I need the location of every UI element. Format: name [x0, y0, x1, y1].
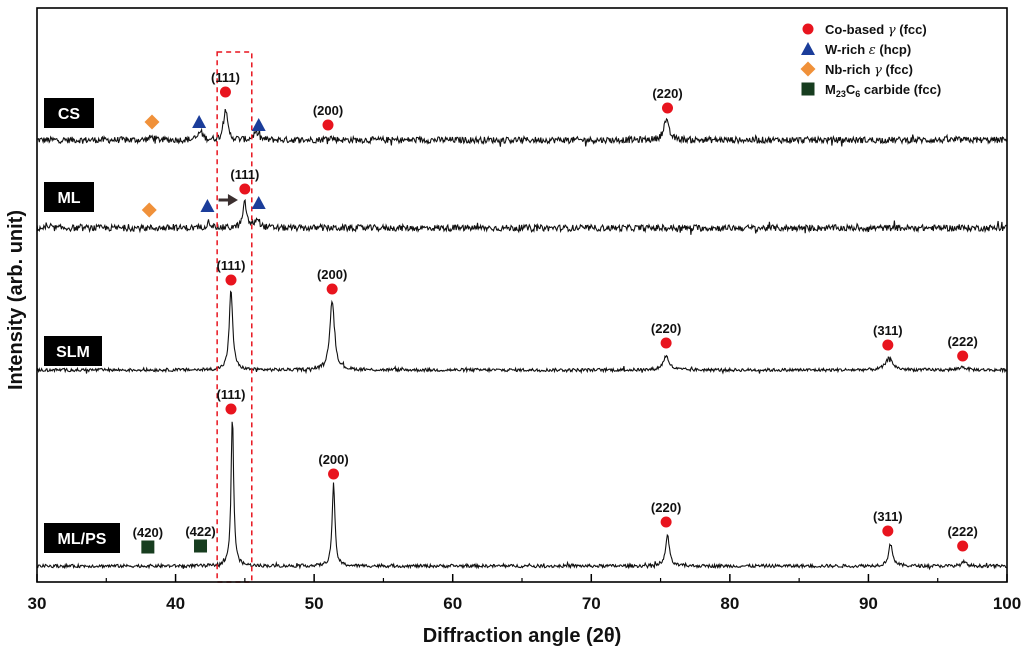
peak-marker-gamma — [326, 283, 338, 295]
peak-marker-gamma — [882, 525, 894, 537]
sample-label-box — [44, 523, 120, 553]
legend-text: Co-based γ (fcc) — [825, 22, 927, 38]
peak-marker-gamma — [328, 468, 340, 480]
peak-label: (200) — [317, 267, 347, 282]
peak-marker-epsilon — [251, 196, 266, 209]
x-axis-label: Diffraction angle (2θ) — [423, 625, 622, 647]
sample-label-box — [44, 98, 94, 128]
peak-marker-epsilon — [192, 115, 207, 128]
sample-label-text: CS — [58, 106, 81, 123]
x-tick-label: 60 — [443, 594, 462, 613]
peak-marker-carbide — [194, 539, 208, 553]
peak-label: (422) — [185, 524, 215, 539]
highlight-group — [216, 51, 253, 583]
x-tick-label: 70 — [582, 594, 601, 613]
markers-group: (111) (200) (220) (111) (111) (200) (220) (311)… — [133, 70, 978, 554]
peak-marker-gamma — [225, 274, 237, 286]
peak-marker-carbide — [141, 540, 155, 554]
peak-label: (222) — [947, 524, 977, 539]
series-line-ml — [36, 198, 1007, 235]
peak-marker-nb — [144, 114, 160, 130]
legend-entry-nb: Nb-rich γ (fcc) — [800, 61, 913, 78]
sample-label-ml: ML — [44, 182, 94, 212]
legend-entry-carbide: M23C6 carbide (fcc) — [801, 82, 941, 99]
x-tick-label: 50 — [305, 594, 324, 613]
peak-label: (222) — [947, 334, 977, 349]
peak-marker-gamma — [957, 540, 969, 552]
sample-label-text: SLM — [56, 344, 90, 361]
traces-group — [36, 108, 1007, 571]
peak-marker-gamma — [662, 102, 673, 114]
x-ticks-group: 30 40 50 60 70 80 90 100 — [28, 574, 1021, 613]
sample-label-box — [44, 336, 102, 366]
sample-label-mlps: ML/PS — [44, 523, 120, 553]
peak-marker-gamma — [219, 86, 231, 98]
peak-label: (111) — [230, 167, 259, 182]
y-axis-label: Intensity (arb. unit) — [5, 210, 27, 390]
peak-marker-epsilon — [251, 118, 266, 131]
x-tick-label: 100 — [993, 594, 1021, 613]
sample-label-text: ML — [57, 190, 80, 207]
peak-marker-gamma — [957, 350, 969, 362]
peak-label: (200) — [318, 452, 348, 467]
peak-label: (220) — [652, 86, 682, 101]
peak-marker-gamma — [660, 516, 672, 528]
peak-label: (111) — [217, 258, 246, 273]
sample-label-cs: CS — [44, 98, 94, 128]
x-tick-label: 40 — [166, 594, 185, 613]
x-tick-label: 30 — [28, 594, 47, 613]
peak-label: (111) — [217, 387, 246, 402]
series-line-mlps — [36, 421, 1007, 571]
x-tick-label: 80 — [720, 594, 739, 613]
series-line-cs — [36, 108, 1007, 147]
legend-marker-carbide — [801, 82, 815, 96]
legend: Co-based γ (fcc) W-rich ε (hcp) Nb-rich γ … — [800, 22, 941, 99]
peak-label: (111) — [211, 70, 240, 85]
legend-text: W-rich ε (hcp) — [825, 42, 911, 58]
legend-entry-gamma: Co-based γ (fcc) — [802, 22, 927, 38]
peak-marker-nb — [141, 202, 157, 218]
peak-label: (200) — [313, 103, 343, 118]
peak-marker-gamma — [660, 337, 672, 349]
legend-text: Nb-rich γ (fcc) — [825, 62, 913, 78]
peak-label: (420) — [133, 525, 163, 540]
sample-label-text: ML/PS — [58, 531, 107, 548]
sample-label-slm: SLM — [44, 336, 102, 366]
shift-arrow-head — [227, 194, 238, 206]
peak-label: (311) — [873, 323, 903, 338]
series-line-slm — [36, 290, 1007, 375]
peak-marker-gamma — [239, 183, 251, 195]
x-tick-label: 90 — [859, 594, 878, 613]
legend-entry-epsilon: W-rich ε (hcp) — [801, 42, 911, 58]
sample-labels-group: CS ML SLM ML/PS — [44, 98, 120, 553]
sample-label-box — [44, 182, 94, 212]
peak-marker-gamma — [882, 339, 894, 351]
peak-label: (220) — [651, 500, 681, 515]
peak-label: (311) — [873, 509, 903, 524]
legend-text: M23C6 carbide (fcc) — [825, 82, 941, 99]
peak-marker-gamma — [225, 403, 237, 415]
peak-label: (220) — [651, 321, 681, 336]
peak-marker-gamma — [322, 119, 334, 131]
peak-marker-epsilon — [200, 199, 215, 212]
legend-marker-gamma — [802, 23, 814, 35]
legend-marker-epsilon — [801, 42, 815, 55]
highlight-region-box — [216, 51, 253, 583]
legend-marker-nb — [800, 61, 816, 77]
